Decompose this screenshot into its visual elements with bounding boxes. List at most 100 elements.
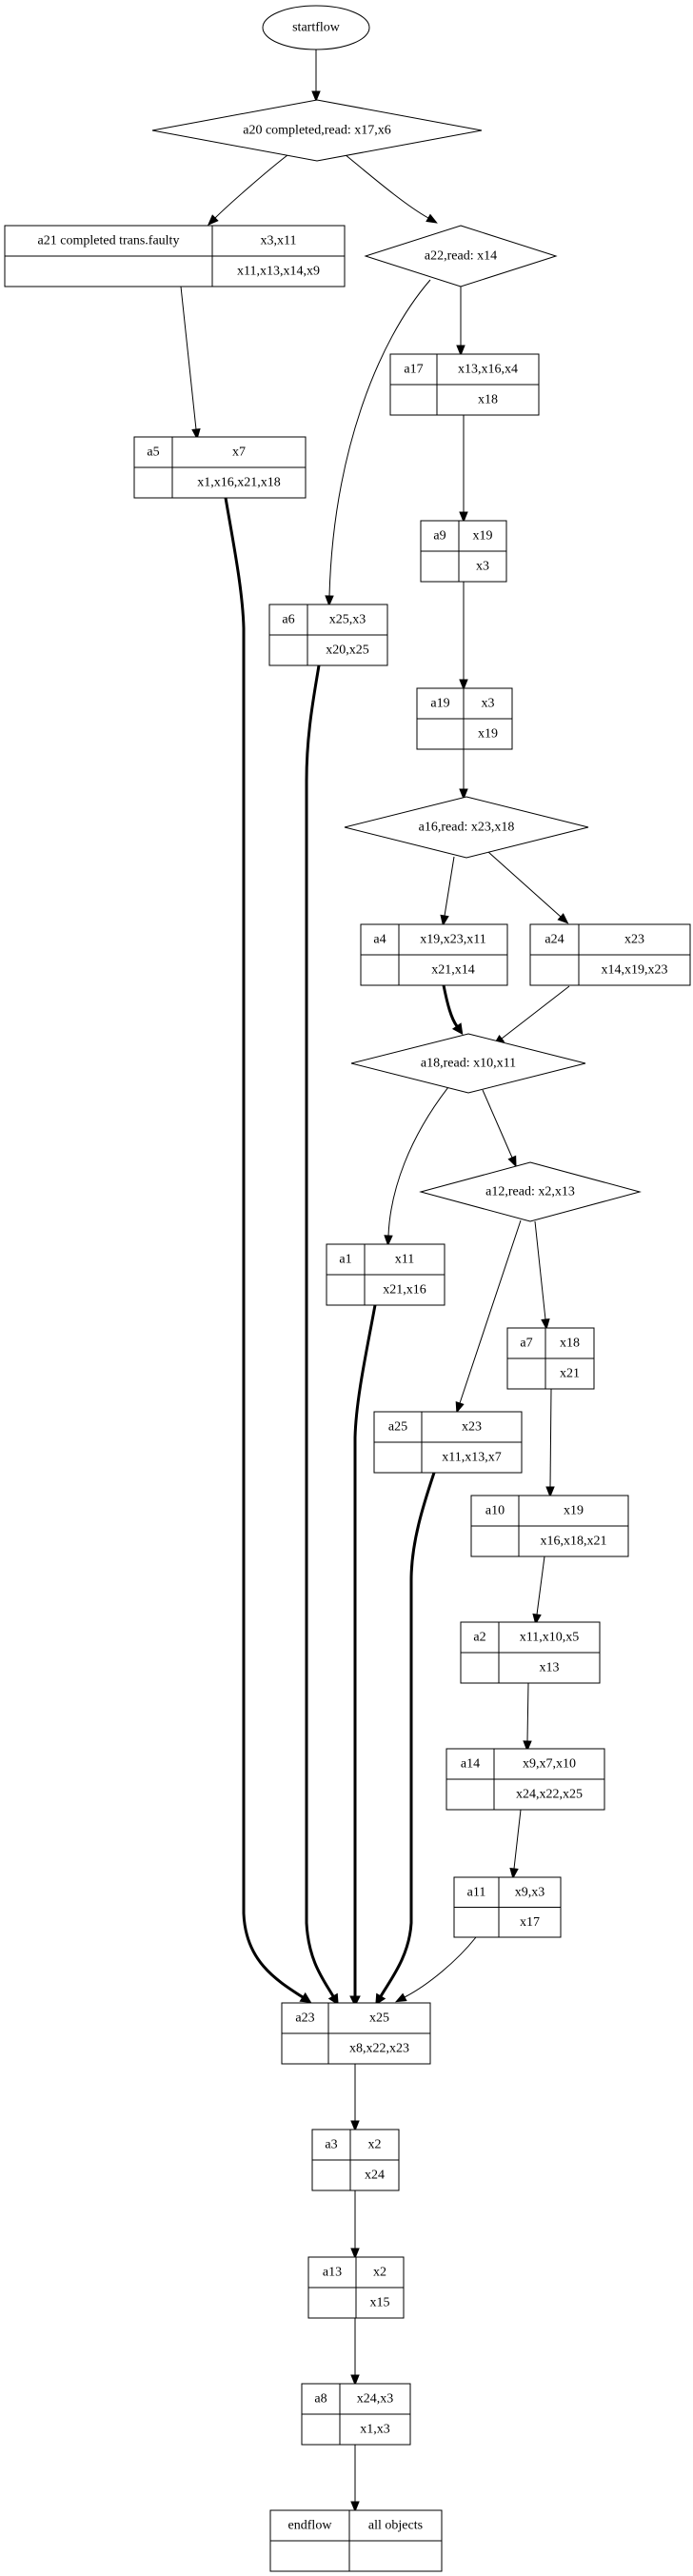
read-objects: x9,x3	[515, 1885, 545, 1899]
activity-name: a10	[485, 1504, 505, 1518]
write-objects: x19	[478, 727, 498, 742]
edge-a20-to-a22	[344, 153, 438, 224]
read-objects: x19	[564, 1504, 584, 1518]
arrowhead-icon	[325, 595, 334, 607]
edge-a11-to-a23	[394, 1936, 477, 2003]
decision-diamond	[344, 796, 589, 859]
arrowhead-icon	[451, 1022, 464, 1036]
read-objects: x2	[368, 2138, 382, 2152]
edge-line	[442, 984, 459, 1027]
edge-line	[482, 1089, 513, 1159]
nodes-layer: startflow a20 completed,read: x17,x6 a21 c…	[4, 5, 691, 2572]
node-a22[interactable]: a22,read: x14	[364, 225, 558, 287]
write-objects: x24	[365, 2169, 385, 2183]
edge-a21-to-a5	[180, 286, 201, 441]
read-objects: x11,x10,x5	[520, 1631, 579, 1645]
activity-name: a2	[473, 1631, 485, 1645]
edge-a10-to-a2	[532, 1556, 545, 1626]
arrowhead-icon	[349, 1995, 361, 2008]
arrowhead-icon	[541, 1318, 550, 1331]
arrowhead-icon	[350, 2120, 360, 2132]
write-objects: x15	[370, 2296, 390, 2310]
node-a2[interactable]: a2 x11,x10,x5 x13	[460, 1621, 601, 1684]
decision-diamond	[419, 1161, 642, 1222]
arrowhead-icon	[350, 2248, 360, 2260]
edge-line	[404, 1936, 477, 1998]
decision-label: a16,read: x23,x18	[419, 821, 515, 835]
edge-a9-to-a19	[459, 582, 468, 691]
edge-line	[224, 497, 304, 1999]
edge-a8-to-endflow	[350, 2445, 360, 2513]
arrowhead-icon	[375, 1992, 386, 2006]
write-objects: x21,x16	[383, 1283, 426, 1298]
edge-line	[305, 664, 335, 1997]
write-objects: x17	[520, 1915, 540, 1930]
node-a18[interactable]: a18,read: x10,x11	[350, 1033, 586, 1094]
edge-a4-to-a18	[442, 984, 464, 1036]
arrowhead-icon	[299, 1991, 312, 2004]
write-objects: x13	[540, 1661, 560, 1675]
activity-name: a14	[461, 1757, 480, 1772]
node-a12[interactable]: a12,read: x2,x13	[419, 1161, 642, 1222]
arrowhead-icon	[191, 428, 201, 441]
activity-name: a13	[323, 2266, 342, 2280]
node-label: startflow	[292, 21, 341, 35]
read-objects: x7	[232, 446, 246, 460]
decision-label: a20 completed,read: x17,x6	[243, 124, 391, 138]
read-objects: x3,x11	[261, 234, 297, 248]
read-objects: x13,x16,x4	[458, 363, 518, 377]
edge-a3-to-a13	[350, 2190, 360, 2260]
edge-a14-to-a11	[509, 1809, 522, 1880]
edge-a16-to-a24	[487, 851, 569, 924]
edge-a25-to-a23	[375, 1472, 436, 2006]
write-objects: x21	[560, 1367, 580, 1381]
arrowhead-icon	[384, 1235, 393, 1247]
write-objects: x24,x22,x25	[516, 1788, 583, 1802]
activity-name: a25	[388, 1420, 407, 1435]
arrowhead-icon	[459, 511, 468, 524]
arrowhead-icon	[456, 345, 465, 357]
edge-a18-to-a12	[482, 1089, 517, 1168]
activity-name: a4	[373, 933, 386, 947]
edge-a13-to-a8	[350, 2318, 360, 2387]
edge-line	[379, 1472, 436, 1997]
edge-line	[536, 1556, 545, 1615]
read-objects: x18	[560, 1337, 580, 1351]
arrowhead-icon	[455, 1401, 465, 1414]
node-startflow[interactable]: startflow	[262, 5, 370, 50]
arrowhead-icon	[394, 1992, 407, 2003]
node-a16[interactable]: a16,read: x23,x18	[344, 796, 589, 859]
activity-name: a1	[339, 1253, 351, 1267]
edge-line	[214, 154, 288, 219]
edge-a7-to-a10	[545, 1388, 555, 1498]
edge-line	[387, 1086, 449, 1237]
read-objects: x23	[624, 933, 644, 947]
edge-a19-to-a16	[459, 749, 468, 801]
arrowhead-icon	[459, 679, 468, 691]
arrowhead-icon	[350, 2374, 360, 2387]
edge-line	[328, 279, 431, 597]
read-objects: x25,x3	[329, 613, 366, 627]
activity-name: a8	[314, 2392, 327, 2407]
node-a20[interactable]: a20 completed,read: x17,x6	[151, 99, 483, 162]
